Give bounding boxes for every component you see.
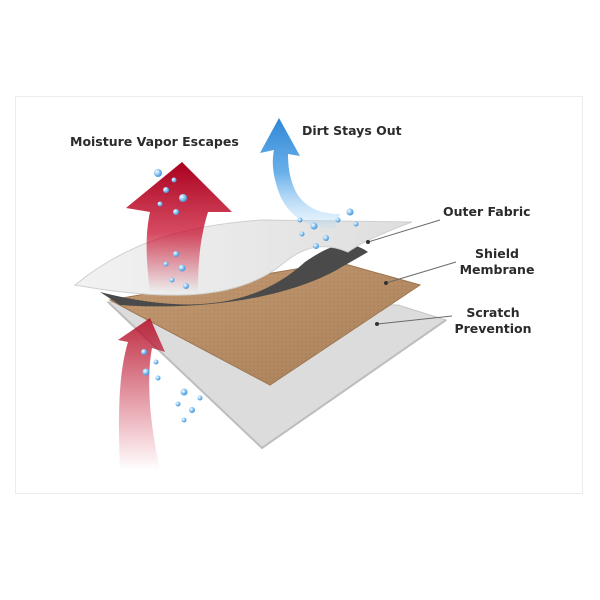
scratch-label-line1: Scratch [466, 305, 520, 320]
moisture-label: Moisture Vapor Escapes [70, 134, 239, 149]
outer-fabric-label: Outer Fabric [443, 204, 531, 219]
scratch-prevention-edge [107, 301, 447, 450]
dirt-label: Dirt Stays Out [302, 123, 402, 138]
shield-label-line1: Shield [475, 246, 519, 261]
shield-membrane-label: Shield Membrane [456, 246, 538, 278]
moisture-arrow-lower [118, 318, 165, 470]
dirt-arrow [260, 118, 340, 229]
leader-lines [366, 219, 457, 326]
shield-label-line2: Membrane [459, 262, 535, 277]
scratch-label-line2: Prevention [454, 321, 532, 336]
moisture-arrow-upper [126, 162, 232, 292]
scratch-prevention-label: Scratch Prevention [452, 305, 534, 337]
outer-fabric-underside [100, 244, 368, 307]
water-bubbles [141, 169, 359, 423]
